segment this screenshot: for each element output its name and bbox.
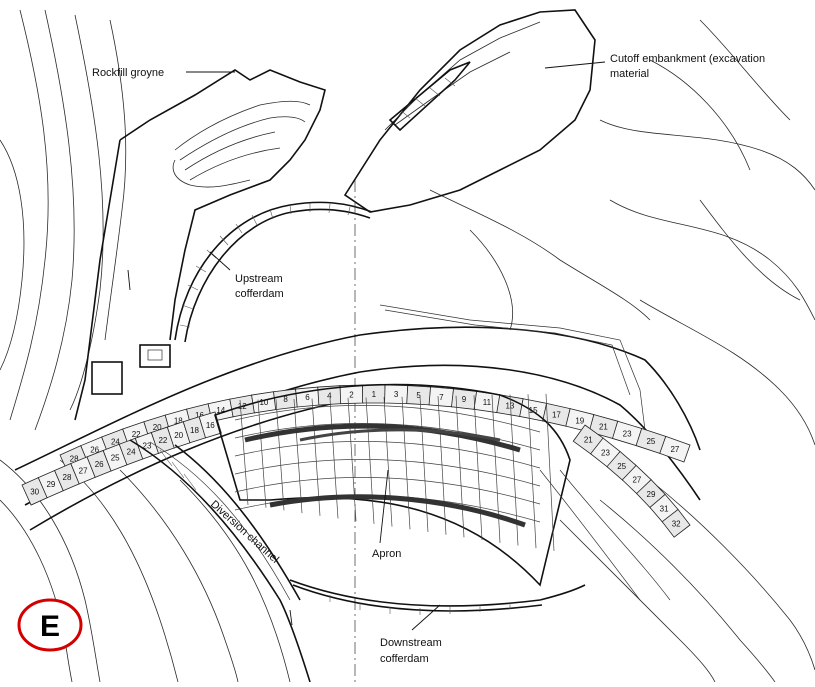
apron-grid-line: [419, 396, 429, 533]
figure-badge: E: [17, 598, 83, 652]
apron-grid-line: [234, 405, 541, 433]
terrain-contours-left: [0, 9, 291, 683]
apron-grid-line: [275, 399, 285, 511]
apron-grid-line: [239, 399, 249, 506]
label-cutoff-embankment-material: material: [610, 68, 649, 80]
dam-block-number: 26: [90, 446, 99, 455]
badge-circle: [17, 598, 83, 652]
dam-block-number: 1: [372, 390, 377, 399]
dam-block-number: 18: [190, 426, 199, 435]
dam-block-number: 29: [647, 490, 656, 499]
dam-block-number: 15: [529, 406, 538, 415]
apron-grid-line: [383, 397, 393, 527]
apron-grid-line: [527, 394, 537, 549]
apron-grid-line: [401, 396, 411, 530]
dam-block-number: 29: [46, 480, 55, 489]
cutoff-embankment: [343, 9, 596, 213]
dam-block: [659, 435, 691, 463]
dam-block-number: 4: [327, 391, 332, 400]
dam-block-number: 2: [349, 390, 354, 399]
dam-block-number: 24: [127, 448, 136, 457]
dam-block-number: 16: [195, 411, 204, 420]
dam-block-number: 23: [623, 429, 632, 438]
dam-block-number: 11: [483, 398, 492, 407]
dam-block-number: 24: [111, 437, 120, 446]
right-bank-structures: [379, 304, 671, 601]
dam-block-number: 21: [599, 423, 608, 432]
spillway-structure: [91, 344, 171, 395]
dam-block-number: 21: [584, 436, 593, 445]
dam-block-number: 22: [158, 436, 167, 445]
label-downstream-cofferdam: cofferdam: [380, 653, 429, 665]
diversion-channel: [129, 439, 311, 683]
rockfill-groyne: [74, 69, 326, 421]
dam-block-number: 23: [601, 449, 610, 458]
apron-grid-line: [234, 441, 541, 469]
dam-block-number: 32: [672, 519, 681, 528]
apron-grid-line: [234, 459, 541, 487]
dam-block-number: 28: [70, 455, 79, 464]
label-diversion-channel: Diversion channel: [208, 498, 281, 565]
label-upstream: Upstream: [235, 273, 283, 285]
apron-grid-line: [234, 477, 541, 505]
dam-block-number: 27: [670, 445, 679, 454]
label-leaders: [127, 61, 606, 631]
label-cutoff-embankment: Cutoff embankment (excavation: [610, 53, 765, 65]
dam-block-number: 26: [95, 460, 104, 469]
apron-grid-line: [473, 395, 483, 541]
dam-block-number: 22: [132, 430, 141, 439]
dam-block-number: 20: [153, 423, 162, 432]
dam-block-number: 9: [462, 395, 467, 404]
dam-block: [661, 508, 691, 538]
apron-grid-line: [365, 397, 375, 524]
label-apron: Apron: [372, 548, 401, 560]
downstream-cofferdam: [289, 579, 586, 615]
dam-block-number: 20: [174, 431, 183, 440]
dam-block-number: 14: [216, 406, 225, 415]
apron-grid-line: [293, 398, 303, 514]
dam-block-number: 19: [575, 416, 584, 425]
apron-grid-line: [257, 399, 267, 508]
dam-block-number: 25: [617, 462, 626, 471]
terrain-contours-right: [429, 19, 815, 683]
dam-block-number: 7: [439, 393, 444, 402]
apron-grid-line: [455, 395, 465, 538]
dam-block-number: 31: [660, 504, 669, 513]
label-rockfill-groyne: Rockfill groyne: [92, 67, 164, 79]
dam-block-number: 23: [143, 442, 152, 451]
label-downstream: Downstream: [380, 637, 442, 649]
dam-block-number: 10: [259, 398, 268, 407]
apron-grid-line: [545, 393, 555, 551]
dam-block-number: 30: [30, 487, 39, 496]
dam-block-number: 5: [416, 391, 421, 400]
dam-block-number: 27: [632, 476, 641, 485]
dam-block-number: 25: [646, 437, 655, 446]
apron: [214, 383, 571, 587]
dam-block-number: 28: [63, 473, 72, 482]
dam-block-number: 6: [305, 393, 310, 402]
dam-block-number: 25: [111, 454, 120, 463]
apron-grid-line: [329, 398, 339, 519]
dam-block-number: 3: [394, 390, 399, 399]
upstream-cofferdam: [174, 201, 373, 343]
dam-block-number: 27: [79, 466, 88, 475]
dam-block-number: 8: [283, 395, 288, 404]
dam-block-number: 17: [552, 411, 561, 420]
dam-block-number: 18: [174, 417, 183, 426]
apron-grid-line: [491, 394, 501, 543]
dam-block-number: 16: [206, 421, 215, 430]
badge-letter: E: [40, 610, 60, 643]
dam-block-number: 13: [505, 402, 514, 411]
label-upstream-cofferdam: cofferdam: [235, 288, 284, 300]
